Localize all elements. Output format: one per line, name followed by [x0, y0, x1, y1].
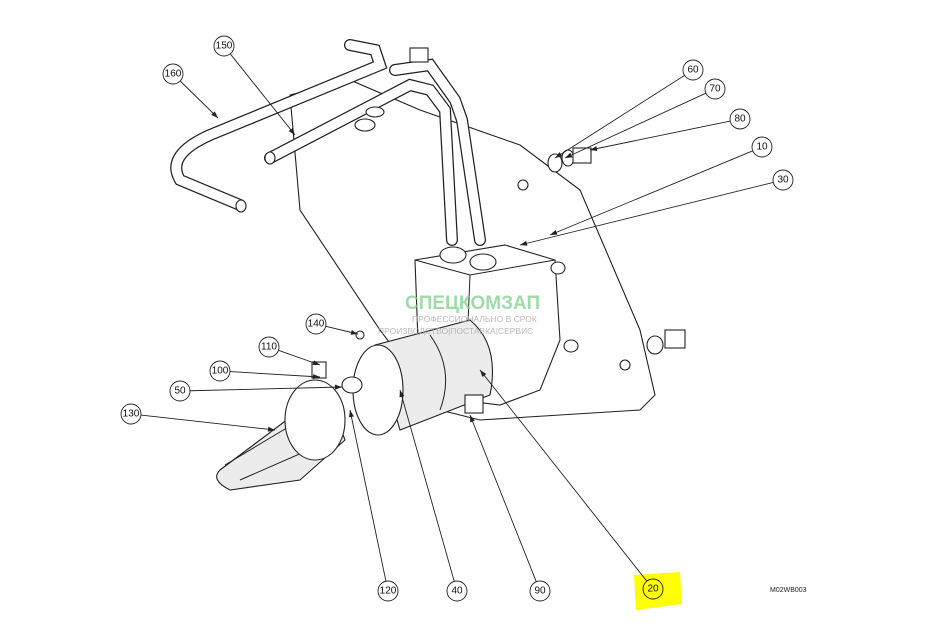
- callout-circle: [169, 380, 191, 402]
- leader-arrow-140: [350, 329, 358, 335]
- callout-circle: [120, 403, 142, 425]
- callout-label: 30: [777, 175, 789, 186]
- callout-label: 50: [174, 386, 186, 397]
- leader-arrow-50: [334, 384, 342, 390]
- leader-arrow-20: [480, 370, 487, 378]
- callout-circle: [209, 360, 231, 382]
- leader-arrow-70: [565, 152, 573, 158]
- callout-label: 60: [687, 65, 699, 76]
- callout-circle: [704, 78, 726, 100]
- leader-arrow-150: [288, 127, 295, 135]
- callout-label: 160: [165, 69, 182, 80]
- leader-lines: [140, 53, 774, 582]
- callout-label: 40: [451, 586, 463, 597]
- callout-160[interactable]: 160: [162, 63, 184, 85]
- callout-110[interactable]: 110: [258, 336, 280, 358]
- callout-80[interactable]: 80: [729, 108, 751, 130]
- leader-arrow-120: [348, 410, 354, 418]
- leader-arrow-60: [555, 152, 563, 158]
- leader-line-10: [549, 150, 753, 236]
- leader-line-90: [469, 414, 537, 582]
- callout-120[interactable]: 120: [377, 580, 399, 602]
- callout-circle: [305, 313, 327, 335]
- callout-label: 70: [709, 84, 721, 95]
- callout-circle: [772, 169, 794, 191]
- callout-label: 150: [216, 41, 233, 52]
- plate-hole: [619, 359, 631, 371]
- leader-line-40: [399, 389, 455, 582]
- callout-circle: [751, 136, 773, 158]
- watermark-brand: СПЕЦКОМЗАП: [405, 293, 540, 314]
- drawing-code: M02WB003: [770, 587, 807, 594]
- leader-line-120: [349, 409, 387, 582]
- leader-line-30: [519, 181, 774, 246]
- watermark: СПЕЦКОМЗАП ПРОФЕССИОНАЛЬНО В СРОК ПРОИЗВ…: [378, 293, 540, 336]
- callout-label: 90: [534, 586, 546, 597]
- seal-kit-60-80: [547, 147, 686, 355]
- leader-line-80: [589, 120, 731, 151]
- coupling-flange-130: [216, 330, 365, 491]
- leader-arrow-30: [520, 240, 528, 246]
- callout-circle: [377, 580, 399, 602]
- leader-line-150: [229, 53, 296, 136]
- watermark-line1: ПРОФЕССИОНАЛЬНО В СРОК: [412, 314, 537, 324]
- callout-20[interactable]: 20: [642, 578, 664, 600]
- callout-10[interactable]: 10: [751, 136, 773, 158]
- callout-label: 80: [734, 114, 746, 125]
- callout-circle: [258, 336, 280, 358]
- callout-label: 110: [261, 342, 277, 353]
- callout-circle: [446, 580, 468, 602]
- leader-line-130: [140, 414, 276, 431]
- callout-50[interactable]: 50: [169, 380, 191, 402]
- leader-line-100: [229, 371, 321, 378]
- callout-130[interactable]: 130: [120, 403, 142, 425]
- callout-70[interactable]: 70: [704, 78, 726, 100]
- leader-arrow-40: [399, 390, 405, 398]
- leader-line-70: [564, 92, 707, 159]
- plate-hole: [517, 179, 529, 191]
- watermark-line2: ПРОИЗВОДСТВО|ПОСТАВКА|СЕРВИС: [378, 326, 533, 336]
- callout-circle: [642, 578, 664, 600]
- callout-circle: [529, 580, 551, 602]
- leader-arrow-160: [211, 111, 218, 118]
- callouts: 150 160 60 70 80 10 30 140 110 100 50 130 120 40 90 20: [120, 35, 794, 602]
- callout-150[interactable]: 150: [213, 35, 235, 57]
- callout-60[interactable]: 60: [682, 59, 704, 81]
- callout-label: 10: [756, 142, 768, 153]
- callout-90[interactable]: 90: [529, 580, 551, 602]
- plate-bolts: [354, 47, 429, 132]
- callout-circle: [162, 63, 184, 85]
- callout-circle: [682, 59, 704, 81]
- leader-arrow-10: [550, 230, 558, 235]
- callout-circle: [729, 108, 751, 130]
- callout-label: 100: [212, 366, 229, 377]
- motor-housing-40: [352, 319, 493, 436]
- leader-arrow-110: [312, 360, 320, 366]
- leader-line-50: [189, 386, 343, 392]
- leader-arrow-80: [590, 146, 598, 152]
- leader-line-160: [179, 80, 219, 119]
- callout-30[interactable]: 30: [772, 169, 794, 191]
- callout-140[interactable]: 140: [305, 313, 327, 335]
- callout-label: 20: [647, 584, 659, 595]
- callout-label: 140: [308, 319, 325, 330]
- callout-40[interactable]: 40: [446, 580, 468, 602]
- pipe-150: [264, 58, 486, 246]
- leader-arrow-130: [267, 426, 275, 432]
- callout-label: 120: [380, 586, 397, 597]
- leader-arrow-90: [470, 415, 475, 423]
- leader-line-60: [554, 74, 685, 159]
- pipe-160: [170, 39, 388, 213]
- leader-line-20: [479, 369, 648, 582]
- callout-label: 130: [123, 409, 140, 420]
- callout-100[interactable]: 100: [209, 360, 231, 382]
- leader-arrow-100: [312, 374, 320, 380]
- leader-line-110: [278, 349, 321, 366]
- callout-circle: [213, 35, 235, 57]
